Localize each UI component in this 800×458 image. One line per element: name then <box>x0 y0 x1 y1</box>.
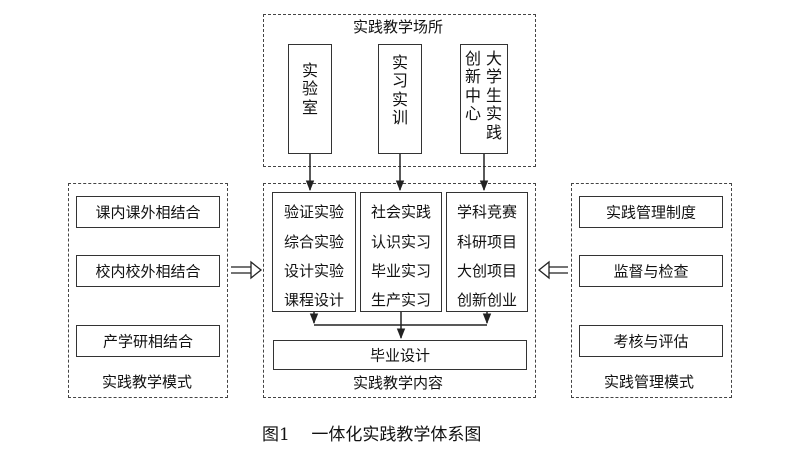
content-item: 设计实验 <box>283 262 344 280</box>
management-mode-item: 监督与检查 <box>579 255 723 287</box>
venue-lab-box <box>288 44 332 154</box>
content-column-3 <box>446 192 528 312</box>
hollow-arrow-right-to-center <box>537 260 568 280</box>
venue-training-label: 实习实训 <box>392 53 409 128</box>
content-column-2 <box>360 192 442 312</box>
hollow-arrow-left-to-center <box>231 260 263 280</box>
venue-innovation-box <box>460 44 508 154</box>
venues-title: 实践教学场所 <box>353 18 444 36</box>
content-item: 课程设计 <box>283 291 344 309</box>
teaching-mode-caption: 实践教学模式 <box>102 373 193 391</box>
venue-student-practice-label: 大学生实践 <box>486 49 503 142</box>
venue-lab-label: 实验室 <box>302 61 319 117</box>
content-item: 社会实践 <box>370 203 431 221</box>
management-mode-caption: 实践管理模式 <box>604 373 695 391</box>
management-mode-item: 考核与评估 <box>579 325 723 357</box>
teaching-mode-item: 课内课外相结合 <box>76 196 220 228</box>
content-item: 大创项目 <box>456 262 517 280</box>
management-mode-group <box>571 183 732 398</box>
teaching-mode-item: 校内校外相结合 <box>76 255 220 287</box>
figure-caption: 图1 一体化实践教学体系图 <box>262 425 482 445</box>
teaching-content-caption: 实践教学内容 <box>353 374 444 392</box>
content-item: 认识实习 <box>370 233 431 251</box>
venue-training-box <box>378 44 422 154</box>
content-item: 综合实验 <box>283 233 344 251</box>
content-item: 毕业实习 <box>370 262 431 280</box>
venue-innovation-label: 创新中心 <box>465 49 482 124</box>
content-column-1 <box>272 192 356 312</box>
content-item: 生产实习 <box>370 291 431 309</box>
content-item: 创新创业 <box>456 291 517 309</box>
graduation-design-box: 毕业设计 <box>273 340 527 370</box>
teaching-mode-group <box>68 183 228 398</box>
content-item: 验证实验 <box>283 203 344 221</box>
management-mode-item: 实践管理制度 <box>579 196 723 228</box>
content-item: 科研项目 <box>456 233 517 251</box>
teaching-mode-item: 产学研相结合 <box>76 325 220 357</box>
content-item: 学科竞赛 <box>456 203 517 221</box>
